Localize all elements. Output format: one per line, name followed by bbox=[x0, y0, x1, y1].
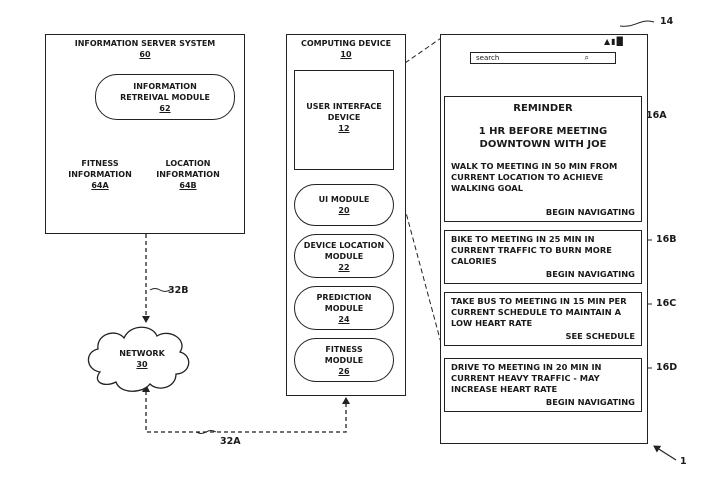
device-ref: 10 bbox=[340, 50, 352, 59]
card-16b[interactable]: BIKE TO MEETING IN 25 MIN IN CURRENT TRA… bbox=[444, 230, 642, 284]
ui-device-ref: 12 bbox=[338, 124, 350, 133]
reminder-title: REMINDER bbox=[513, 103, 573, 114]
reminder-body-3: WALKING GOAL bbox=[451, 183, 523, 193]
reminder-headline-1: 1 HR BEFORE MEETING bbox=[478, 126, 608, 137]
network: NETWORK 30 bbox=[100, 348, 184, 370]
status-bar: ▲▮█ bbox=[604, 37, 624, 46]
see-schedule-button[interactable]: SEE SCHEDULE bbox=[565, 331, 635, 341]
fitness-information-db: FITNESS INFORMATION 64A bbox=[62, 158, 138, 191]
db-b-ref: 64B bbox=[179, 181, 197, 190]
db-b-line1: LOCATION bbox=[165, 159, 211, 168]
fitness-module-ref: 26 bbox=[338, 366, 350, 376]
fitness-module-line2: MODULE bbox=[324, 355, 364, 365]
search-input[interactable]: search ⌕ bbox=[470, 52, 616, 64]
card-16b-line-1: BIKE TO MEETING IN 25 MIN IN bbox=[451, 234, 595, 244]
card-16d-ref: 16D bbox=[656, 362, 678, 373]
prediction-module: PREDICTION MODULE 24 bbox=[294, 286, 394, 330]
server-title: INFORMATION SERVER SYSTEM bbox=[74, 39, 216, 48]
prediction-module-line2: MODULE bbox=[324, 303, 364, 313]
module-label-line2: RETREIVAL MODULE bbox=[120, 92, 210, 102]
link-32b-label: 32B bbox=[168, 285, 189, 296]
db-a-line1: FITNESS bbox=[81, 159, 119, 168]
card-16c-line-3: LOW HEART RATE bbox=[451, 318, 533, 328]
card-16c-line-2: CURRENT SCHEDULE TO MAINTAIN A bbox=[451, 307, 621, 317]
link-32a-line bbox=[145, 384, 350, 433]
ui-module: UI MODULE 20 bbox=[294, 184, 394, 226]
card-16a-ref: 16A bbox=[646, 110, 667, 121]
network-ref: 30 bbox=[136, 360, 148, 369]
signal-icon: ▮ bbox=[611, 37, 617, 46]
server-ref: 60 bbox=[139, 50, 151, 59]
information-retrieval-module: INFORMATION RETREIVAL MODULE 62 bbox=[95, 74, 235, 120]
card-16d-line-1: DRIVE TO MEETING IN 20 MIN IN bbox=[451, 362, 602, 372]
device-location-module: DEVICE LOCATION MODULE 22 bbox=[294, 234, 394, 278]
reminder-headline-2: DOWNTOWN WITH JOE bbox=[479, 139, 607, 150]
card-16b-line-2: CURRENT TRAFFIC TO BURN MORE bbox=[451, 245, 612, 255]
location-module-ref: 22 bbox=[338, 262, 350, 272]
location-module-line2: MODULE bbox=[324, 251, 364, 261]
begin-navigating-button[interactable]: BEGIN NAVIGATING bbox=[545, 397, 635, 407]
db-a-ref: 64A bbox=[91, 181, 109, 190]
network-cloud bbox=[87, 326, 190, 392]
device-title: COMPUTING DEVICE bbox=[300, 39, 392, 48]
prediction-module-ref: 24 bbox=[338, 314, 350, 324]
reminder-body-1: WALK TO MEETING IN 50 MIN FROM bbox=[451, 161, 618, 171]
prediction-module-line1: PREDICTION bbox=[316, 292, 372, 302]
ui-module-ref: 20 bbox=[338, 206, 350, 215]
begin-navigating-button[interactable]: BEGIN NAVIGATING bbox=[545, 207, 635, 217]
begin-navigating-button[interactable]: BEGIN NAVIGATING bbox=[545, 269, 635, 279]
information-server-system bbox=[45, 34, 245, 234]
card-16d[interactable]: DRIVE TO MEETING IN 20 MIN IN CURRENT HE… bbox=[444, 358, 642, 412]
module-label-line1: INFORMATION bbox=[133, 81, 197, 91]
search-placeholder: search bbox=[476, 54, 500, 62]
fitness-module: FITNESS MODULE 26 bbox=[294, 338, 394, 382]
card-16b-ref: 16B bbox=[656, 234, 677, 245]
ui-module-line1: UI MODULE bbox=[318, 195, 370, 204]
battery-icon: █ bbox=[616, 37, 624, 46]
location-information-db: LOCATION INFORMATION 64B bbox=[150, 158, 226, 191]
reminder-body-2: CURRENT LOCATION TO ACHIEVE bbox=[451, 172, 604, 182]
figure-ref: 1 bbox=[680, 456, 687, 467]
phone-ref: 14 bbox=[660, 16, 674, 27]
network-label: NETWORK bbox=[119, 349, 165, 358]
link-32a-label: 32A bbox=[220, 436, 241, 447]
wifi-icon: ▲ bbox=[604, 37, 612, 46]
card-16b-line-3: CALORIES bbox=[451, 256, 497, 266]
reminder-card-16a[interactable]: REMINDER 1 HR BEFORE MEETING DOWNTOWN WI… bbox=[444, 96, 642, 222]
card-16d-line-3: INCREASE HEART RATE bbox=[451, 384, 558, 394]
card-16d-line-2: CURRENT HEAVY TRAFFIC - MAY bbox=[451, 373, 600, 383]
card-16c-line-1: TAKE BUS TO MEETING IN 15 MIN PER bbox=[451, 296, 627, 306]
location-module-line1: DEVICE LOCATION bbox=[303, 240, 385, 250]
ui-device-line1: USER INTERFACE bbox=[306, 102, 382, 111]
user-interface-device: USER INTERFACE DEVICE 12 bbox=[294, 70, 394, 170]
card-16c-ref: 16C bbox=[656, 298, 677, 309]
module-ref: 62 bbox=[159, 103, 171, 113]
ui-device-line2: DEVICE bbox=[327, 113, 361, 122]
search-icon[interactable]: ⌕ bbox=[584, 53, 589, 62]
fitness-module-line1: FITNESS bbox=[325, 344, 363, 354]
db-a-line2: INFORMATION bbox=[68, 170, 132, 179]
db-b-line2: INFORMATION bbox=[156, 170, 220, 179]
card-16c[interactable]: TAKE BUS TO MEETING IN 15 MIN PER CURREN… bbox=[444, 292, 642, 346]
